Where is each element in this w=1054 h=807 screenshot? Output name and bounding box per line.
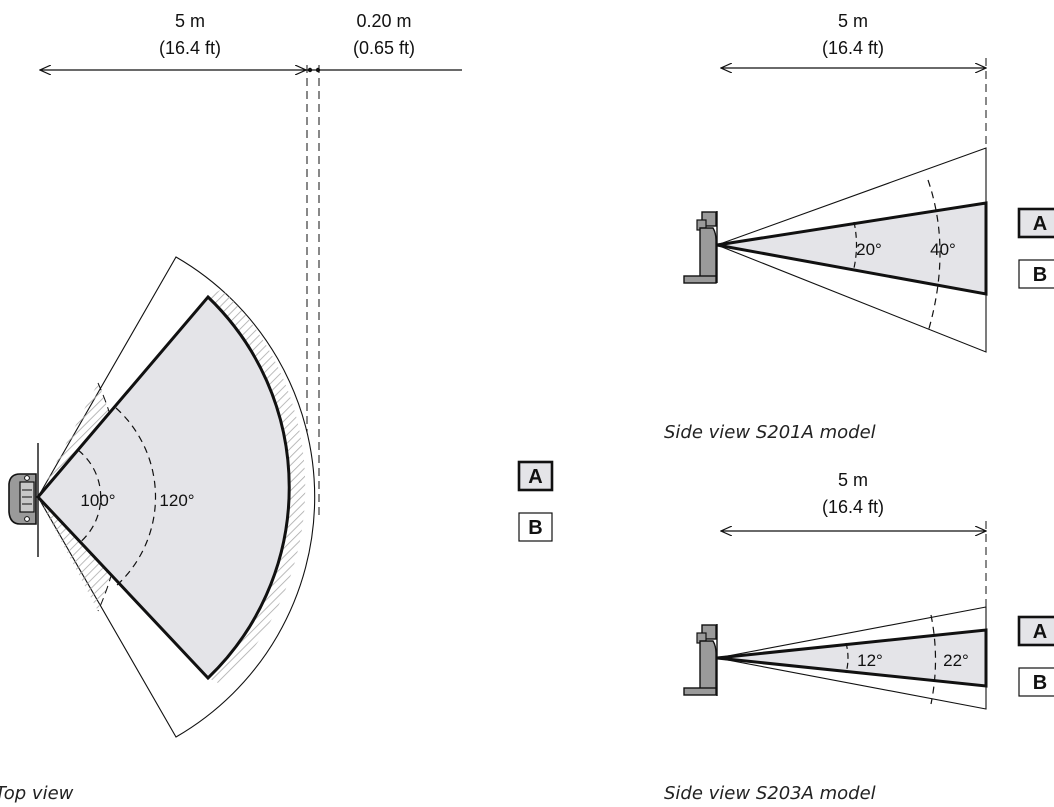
s201a-legend-a-label: A xyxy=(1033,213,1047,235)
top-legend-a-swatch xyxy=(517,460,554,492)
top-angle-arc-100 xyxy=(77,449,102,545)
s201a-angle-outer-label: 40° xyxy=(930,240,956,259)
top-zone-a xyxy=(35,294,291,681)
top-range-value: 5 m xyxy=(175,11,205,31)
s201a-range-value-ft: (16.4 ft) xyxy=(822,38,884,58)
s203a-angle-outer-label: 22° xyxy=(943,651,969,670)
s201a-angle-arc-40 xyxy=(927,179,941,333)
s203a-range-value-ft: (16.4 ft) xyxy=(822,497,884,517)
top-legend-b-label: B xyxy=(528,517,542,539)
top-extra-value: 0.20 m xyxy=(356,11,411,31)
s201a-legend-b-swatch xyxy=(1018,259,1054,289)
s203a-zone-a xyxy=(716,628,988,688)
top-angle-arc-120 xyxy=(115,407,157,587)
top-legend-a-label: A xyxy=(528,466,542,488)
s201a-angle-arc-20 xyxy=(853,221,858,269)
s203a-legend: A B xyxy=(1017,615,1054,697)
s203a-sensor-icon xyxy=(683,624,717,696)
top-legend: A B xyxy=(517,460,554,542)
side-view-s203a: 5 m (16.4 ft) 12° 22° A B Side view S203… xyxy=(664,470,1054,804)
s203a-legend-a-label: A xyxy=(1033,621,1047,643)
s203a-legend-b-swatch xyxy=(1018,667,1054,697)
s203a-legend-b-label: B xyxy=(1033,672,1047,694)
top-extra-tick-end xyxy=(315,67,321,73)
top-range-value-ft: (16.4 ft) xyxy=(159,38,221,58)
s203a-angle-arc-12 xyxy=(845,642,849,674)
s201a-zone-a xyxy=(716,201,988,296)
s203a-range-value: 5 m xyxy=(838,470,868,490)
s201a-sensor-icon xyxy=(683,211,717,284)
top-extra-value-ft: (0.65 ft) xyxy=(353,38,415,58)
top-angle-outer-label: 120° xyxy=(159,491,194,510)
s201a-angle-inner-label: 20° xyxy=(856,240,882,259)
s203a-caption: Side view S203A model xyxy=(664,783,876,804)
top-angle-inner-label: 100° xyxy=(80,491,115,510)
s201a-legend-b-label: B xyxy=(1033,264,1047,286)
s203a-legend-a-swatch xyxy=(1017,615,1054,647)
s201a-legend: A B xyxy=(1017,207,1054,289)
top-view-caption: Top view xyxy=(0,783,74,804)
side-view-s201a: 5 m (16.4 ft) 20° 40° A B Side view S201… xyxy=(664,11,1054,443)
top-sensor-icon xyxy=(8,473,37,525)
s203a-angle-inner-label: 12° xyxy=(857,651,883,670)
top-tolerance-band-outer xyxy=(208,289,306,685)
top-extra-tick-start xyxy=(307,67,313,73)
s201a-legend-a-swatch xyxy=(1017,207,1054,239)
top-view: 5 m (16.4 ft) 0.20 m (0.65 ft) 100° 120° xyxy=(0,11,462,804)
s201a-caption: Side view S201A model xyxy=(664,422,876,443)
s201a-range-value: 5 m xyxy=(838,11,868,31)
top-legend-b-swatch xyxy=(518,512,553,542)
